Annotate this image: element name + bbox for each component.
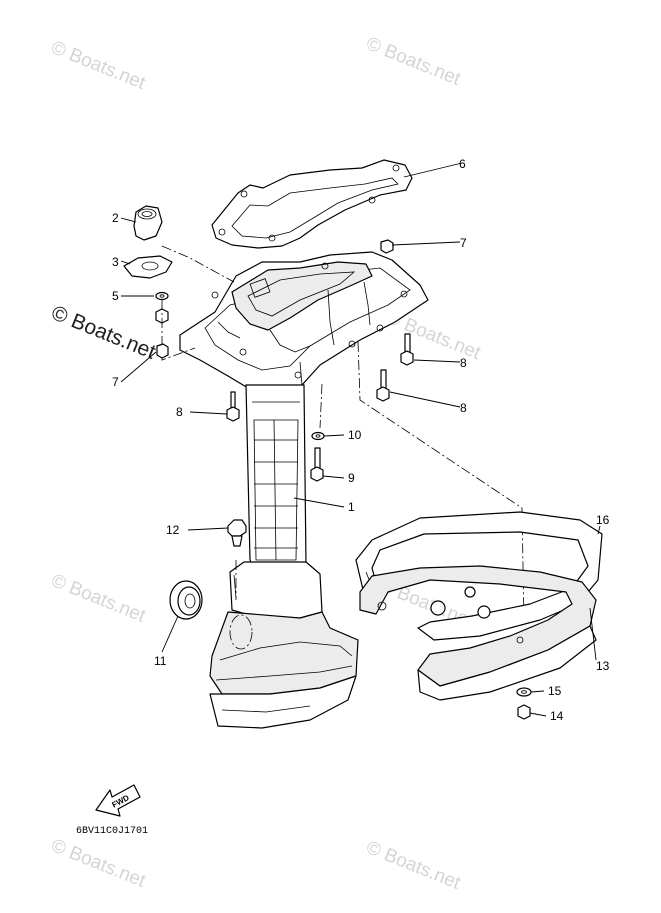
- callout-2: 2: [112, 211, 119, 225]
- diagram-code: 6BV11C0J1701: [76, 826, 148, 837]
- callout-8-left: 8: [176, 405, 183, 419]
- callout-5: 5: [112, 289, 119, 303]
- washer-part-5: [155, 291, 169, 301]
- callout-16: 16: [596, 513, 610, 527]
- callout-12: 12: [166, 523, 180, 537]
- leader-lines: [120, 162, 601, 717]
- watermark-mid-left: © Boats.net: [48, 570, 149, 627]
- bolt-part-8-left: [226, 391, 240, 422]
- washer-part-15: [516, 687, 532, 697]
- callout-7-right: 7: [460, 236, 467, 250]
- exhaust-guide-assembly: [179, 251, 429, 393]
- grommet-part-11: [169, 580, 203, 620]
- fwd-arrow-icon: FWD: [95, 784, 141, 817]
- bolt-part-14: [517, 704, 531, 720]
- callout-8-right-mid: 8: [460, 401, 467, 415]
- callout-8-right-top: 8: [460, 356, 467, 370]
- watermark-top-right: © Boats.net: [363, 33, 464, 90]
- watermark-top-left: © Boats.net: [48, 37, 149, 94]
- callout-11: 11: [154, 654, 167, 668]
- assembly-lines: [161, 245, 525, 623]
- plate-part-3: [123, 255, 173, 279]
- watermark-bottom-right: © Boats.net: [363, 837, 464, 894]
- callout-13: 13: [596, 659, 610, 673]
- plug-part-12: [227, 519, 247, 547]
- callout-6: 6: [459, 157, 466, 171]
- bolt-part-8-right-top: [400, 333, 414, 366]
- bolt-part-9: [310, 447, 324, 482]
- watermark-prominent: © Boats.net: [48, 301, 159, 364]
- callout-3: 3: [112, 255, 119, 269]
- callout-15: 15: [548, 684, 562, 698]
- cowling-part-13: [359, 565, 597, 701]
- bolt-part-8-right-mid: [376, 369, 390, 402]
- gasket-part-6: [211, 159, 413, 249]
- callout-1: 1: [348, 500, 355, 514]
- watermark-bottom-left: © Boats.net: [48, 835, 149, 892]
- washer-part-10: [311, 431, 325, 441]
- callout-9: 9: [348, 471, 355, 485]
- callout-7-left: 7: [112, 375, 119, 389]
- callout-10: 10: [348, 428, 362, 442]
- callout-14: 14: [550, 709, 564, 723]
- upper-casing-part-1: [209, 384, 359, 729]
- plug-part-7-top: [380, 239, 394, 254]
- callout-labels: 6 2 3 5 7 7 8 8 8 10 9 1 12 11 16 13 15 …: [112, 157, 610, 723]
- plug-part-7-left: [156, 343, 169, 359]
- grommet-part-2: [133, 205, 163, 241]
